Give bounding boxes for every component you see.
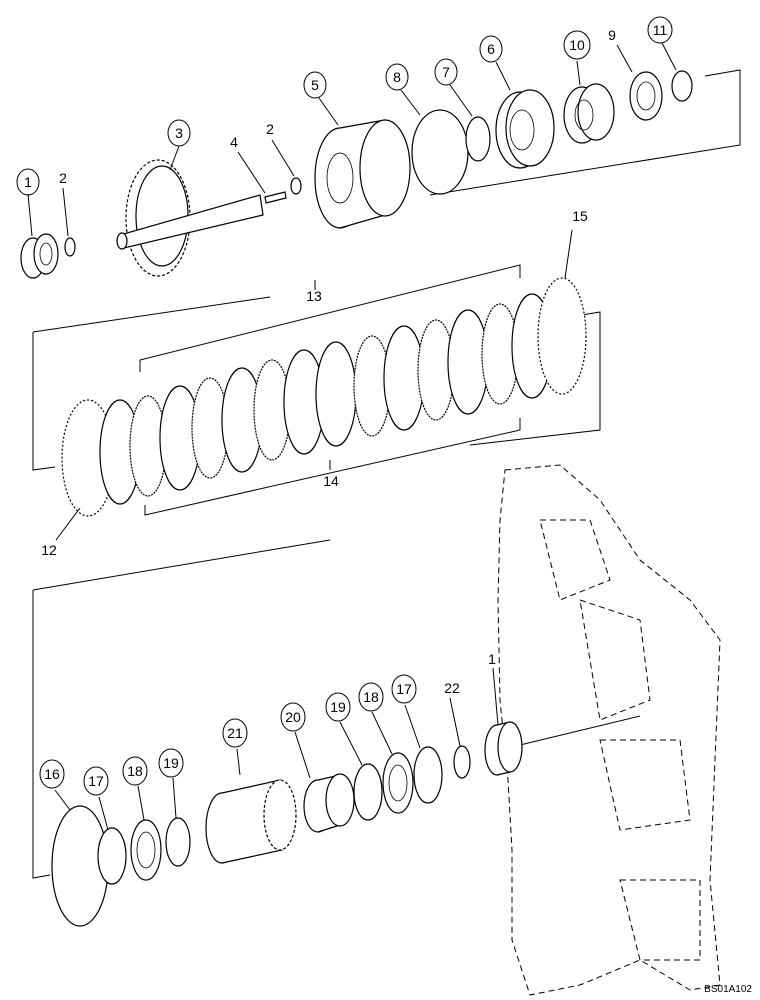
svg-text:6: 6 — [487, 41, 495, 57]
part-9-washer — [629, 71, 663, 121]
svg-text:11: 11 — [653, 22, 668, 38]
part-6-piston — [495, 89, 555, 169]
callout-5-clutch-drum: 5 — [303, 71, 327, 99]
svg-text:1: 1 — [24, 174, 32, 190]
svg-text:21: 21 — [227, 725, 243, 741]
label-14-separator-plates: 14 — [323, 473, 339, 489]
part-7-seal — [465, 116, 491, 162]
part-2-snap-ring-top — [290, 177, 302, 195]
label-1-bearing-bottom: 1 — [488, 651, 496, 667]
leader-lines — [27, 42, 677, 831]
part-19-washer-right — [353, 763, 383, 821]
part-5-clutch-drum — [314, 119, 411, 229]
svg-text:18: 18 — [363, 689, 379, 705]
svg-text:17: 17 — [396, 681, 412, 697]
clutch-pack — [61, 277, 587, 517]
callout-2-snap-ring-left: 2 — [59, 170, 67, 186]
svg-text:5: 5 — [311, 77, 319, 93]
svg-text:18: 18 — [127, 763, 143, 779]
assembly-brackets — [32, 69, 741, 879]
svg-text:19: 19 — [330, 699, 346, 715]
part-11-snap-ring — [671, 70, 693, 102]
callout-21-gear: 21 — [222, 718, 248, 748]
callout-2-snap-ring-top: 2 — [266, 121, 274, 137]
callout-18-bearing-left: 18 — [122, 756, 148, 786]
part-1-bearing-bottom — [484, 721, 523, 776]
callout-18-bearing-right: 18 — [358, 682, 384, 712]
svg-text:10: 10 — [569, 37, 585, 53]
label-12-pressure-plate: 12 — [41, 542, 57, 558]
part-20-needle-bearing — [303, 773, 355, 833]
callout-17-washer-left: 17 — [83, 766, 109, 796]
callout-19-washer-left: 19 — [158, 748, 184, 778]
callout-6-piston: 6 — [479, 35, 503, 63]
part-10-spring-pack — [563, 83, 615, 144]
callout-3-shaft-gear: 3 — [167, 119, 191, 147]
label-13-clutch-discs: 13 — [306, 288, 322, 304]
svg-text:20: 20 — [285, 709, 301, 725]
callout-1-bearing-top: 1 — [16, 168, 40, 196]
callout-8-seal-ring: 8 — [385, 63, 409, 91]
svg-text:2: 2 — [59, 170, 67, 186]
part-2-snap-ring-top-left — [64, 237, 76, 257]
part-18-bearing-left — [130, 819, 162, 881]
svg-text:2: 2 — [266, 121, 274, 137]
svg-text:7: 7 — [442, 64, 450, 80]
part-18-bearing-right — [382, 752, 414, 814]
clutch-pack-brackets — [139, 264, 521, 516]
transmission-housing — [497, 464, 721, 996]
svg-text:16: 16 — [44, 766, 60, 782]
drawing-reference-code: BS01A102 — [704, 984, 752, 995]
callout-17-washer-right: 17 — [391, 674, 417, 704]
callout-16-snap-ring: 16 — [39, 759, 65, 789]
label-22-lock-washer: 22 — [444, 680, 460, 696]
svg-text:3: 3 — [175, 125, 183, 141]
svg-text:17: 17 — [88, 773, 104, 789]
svg-text:4: 4 — [230, 134, 238, 150]
part-4-pin — [264, 191, 287, 204]
callout-19-washer-right: 19 — [325, 692, 351, 722]
part-17-washer-left — [97, 827, 127, 885]
part-19-washer-left — [165, 817, 191, 867]
label-15-end-plate: 15 — [572, 208, 588, 224]
part-17-washer-right — [413, 746, 443, 804]
callout-10-spring-pack: 10 — [563, 30, 591, 60]
callout-4-pin: 4 — [230, 134, 238, 150]
callout-20-needle-bearing: 20 — [280, 702, 306, 732]
svg-text:19: 19 — [163, 755, 179, 771]
callout-11-snap-ring: 11 — [647, 16, 673, 44]
part-8-seal-ring — [411, 109, 469, 195]
svg-text:9: 9 — [608, 27, 616, 43]
part-21-gear — [205, 779, 297, 864]
part-3-shaft-gear — [116, 159, 264, 277]
part-22-lock-washer — [453, 745, 471, 779]
callout-9-washer: 9 — [608, 27, 616, 43]
svg-text:8: 8 — [393, 69, 401, 85]
part-1-bearing-top — [20, 233, 59, 279]
callout-7-seal: 7 — [434, 58, 458, 86]
